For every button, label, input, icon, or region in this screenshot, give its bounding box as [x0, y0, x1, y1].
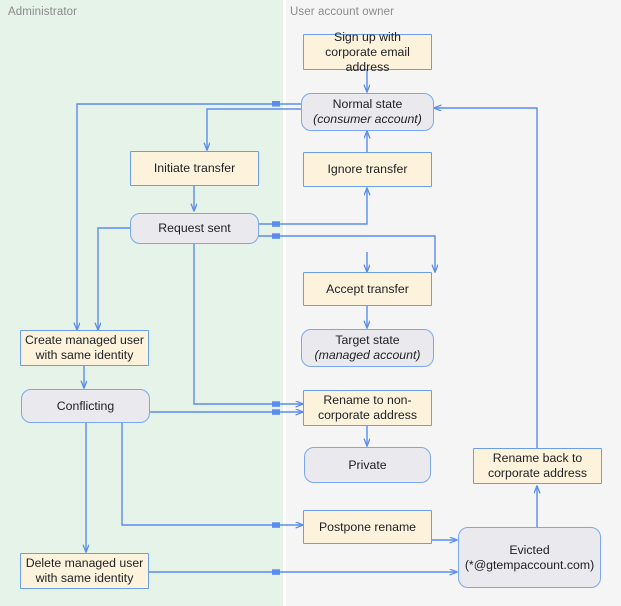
node-rename-back-to-corporate-address[interactable]: Rename back to corporate address [473, 448, 602, 484]
node-request-sent[interactable]: Request sent [130, 213, 259, 244]
node-label-line2: (*@gtempaccount.com) [464, 557, 595, 572]
node-label: Sign up with corporate email address [325, 29, 410, 74]
swimlane-administrator [0, 0, 283, 606]
node-label-line2: (managed account) [314, 348, 421, 362]
node-delete-managed-user-with-same-identity[interactable]: Delete managed user with same identity [20, 553, 149, 589]
node-normal-state[interactable]: Normal state (consumer account) [301, 93, 434, 131]
node-label: Conflicting [56, 398, 115, 413]
node-label: Delete managed user with same identity [25, 556, 144, 585]
node-label: Request sent [158, 221, 231, 235]
node-label: Private [348, 457, 387, 472]
node-evicted[interactable]: Evicted (*@gtempaccount.com) [458, 527, 601, 588]
node-private[interactable]: Private [304, 447, 431, 483]
node-label: Initiate transfer [153, 161, 236, 175]
node-label-line1: Normal state [332, 97, 403, 111]
node-postpone-rename[interactable]: Postpone rename [303, 510, 432, 544]
node-ignore-transfer[interactable]: Ignore transfer [303, 152, 432, 187]
node-label: Accept transfer [326, 281, 409, 296]
node-label-line1: Target state [335, 333, 400, 347]
node-rename-to-non-corporate-address[interactable]: Rename to non-corporate address [303, 390, 432, 426]
swimlane-title-administrator: Administrator [8, 6, 78, 18]
node-label: Postpone rename [318, 519, 417, 534]
node-label: Create managed user with same identity [25, 333, 144, 362]
node-label: Rename back to corporate address [487, 451, 588, 480]
node-label: Rename to non-corporate address [317, 393, 418, 422]
node-sign-up-with-corporate-email-address[interactable]: Sign up with corporate email address [303, 30, 432, 74]
swimlane-title-user-account-owner: User account owner [290, 6, 395, 18]
node-conflicting[interactable]: Conflicting [21, 389, 150, 423]
node-initiate-transfer[interactable]: Initiate transfer [130, 151, 259, 186]
node-label-line1: Evicted [509, 542, 550, 557]
node-create-managed-user-with-same-identity[interactable]: Create managed user with same identity [20, 330, 149, 366]
node-target-state[interactable]: Target state (managed account) [301, 329, 434, 367]
node-label: Ignore transfer [327, 162, 408, 176]
node-label-line2: (consumer account) [313, 112, 422, 126]
node-accept-transfer[interactable]: Accept transfer [303, 272, 432, 306]
